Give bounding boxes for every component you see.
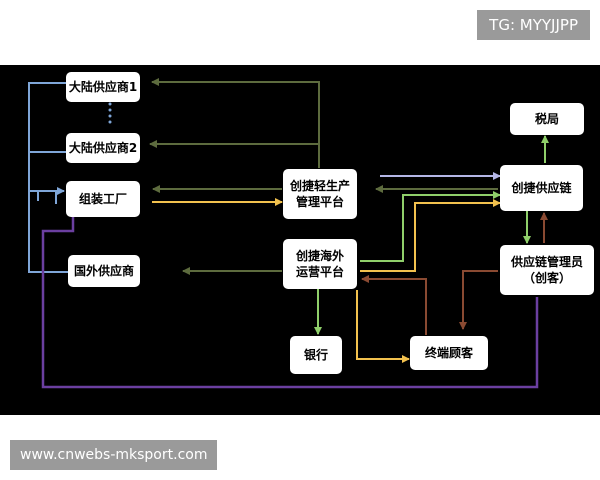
connector-lines	[28, 78, 549, 389]
telegram-watermark: TG: MYYJJPP	[477, 10, 590, 40]
node-supplier-1: 大陆供应商1	[66, 72, 140, 102]
node-tax-bureau: 税局	[510, 103, 584, 135]
node-bank: 银行	[290, 336, 342, 374]
node-foreign-supplier: 国外供应商	[68, 255, 140, 287]
yellow-lines	[152, 198, 501, 363]
node-end-customer: 终端顾客	[410, 336, 488, 370]
brown-lines	[361, 212, 548, 335]
node-supplier-1-label: 大陆供应商1	[68, 79, 138, 94]
supplier-bracket-lines	[28, 82, 68, 273]
node-assembly-factory-label: 组装工厂	[78, 191, 127, 206]
olive-lines	[149, 78, 498, 275]
node-end-customer-label: 终端顾客	[424, 345, 473, 360]
node-tax-bureau-label: 税局	[534, 111, 559, 126]
node-bank-label: 银行	[303, 347, 328, 362]
node-assembly-factory: 组装工厂	[66, 181, 140, 217]
site-watermark: www.cnwebs-mksport.com	[10, 440, 218, 470]
node-foreign-supplier-label: 国外供应商	[73, 263, 134, 278]
node-supply-chain-manager-label: 供应链管理员 （创客）	[510, 254, 583, 285]
node-supply-chain-manager: 供应链管理员 （创客）	[500, 245, 594, 295]
node-supplier-2: 大陆供应商2	[66, 133, 140, 163]
node-light-production-platform-label: 创捷轻生产 管理平台	[289, 178, 350, 209]
node-light-production-platform: 创捷轻生产 管理平台	[283, 169, 357, 219]
node-overseas-platform: 创捷海外 运营平台	[283, 239, 357, 289]
node-overseas-platform-label: 创捷海外 运营平台	[295, 248, 344, 279]
node-supplier-2-label: 大陆供应商2	[68, 140, 138, 155]
node-supply-chain: 创捷供应链	[500, 165, 583, 211]
green-lines	[314, 135, 549, 335]
node-supply-chain-label: 创捷供应链	[511, 180, 572, 195]
supplier-dotted-connector	[108, 102, 112, 124]
flow-diagram: 大陆供应商1 大陆供应商2 组装工厂 国外供应商 创捷轻生产 管理平台 创捷海外…	[0, 65, 600, 415]
purple-loop-line	[41, 217, 539, 389]
